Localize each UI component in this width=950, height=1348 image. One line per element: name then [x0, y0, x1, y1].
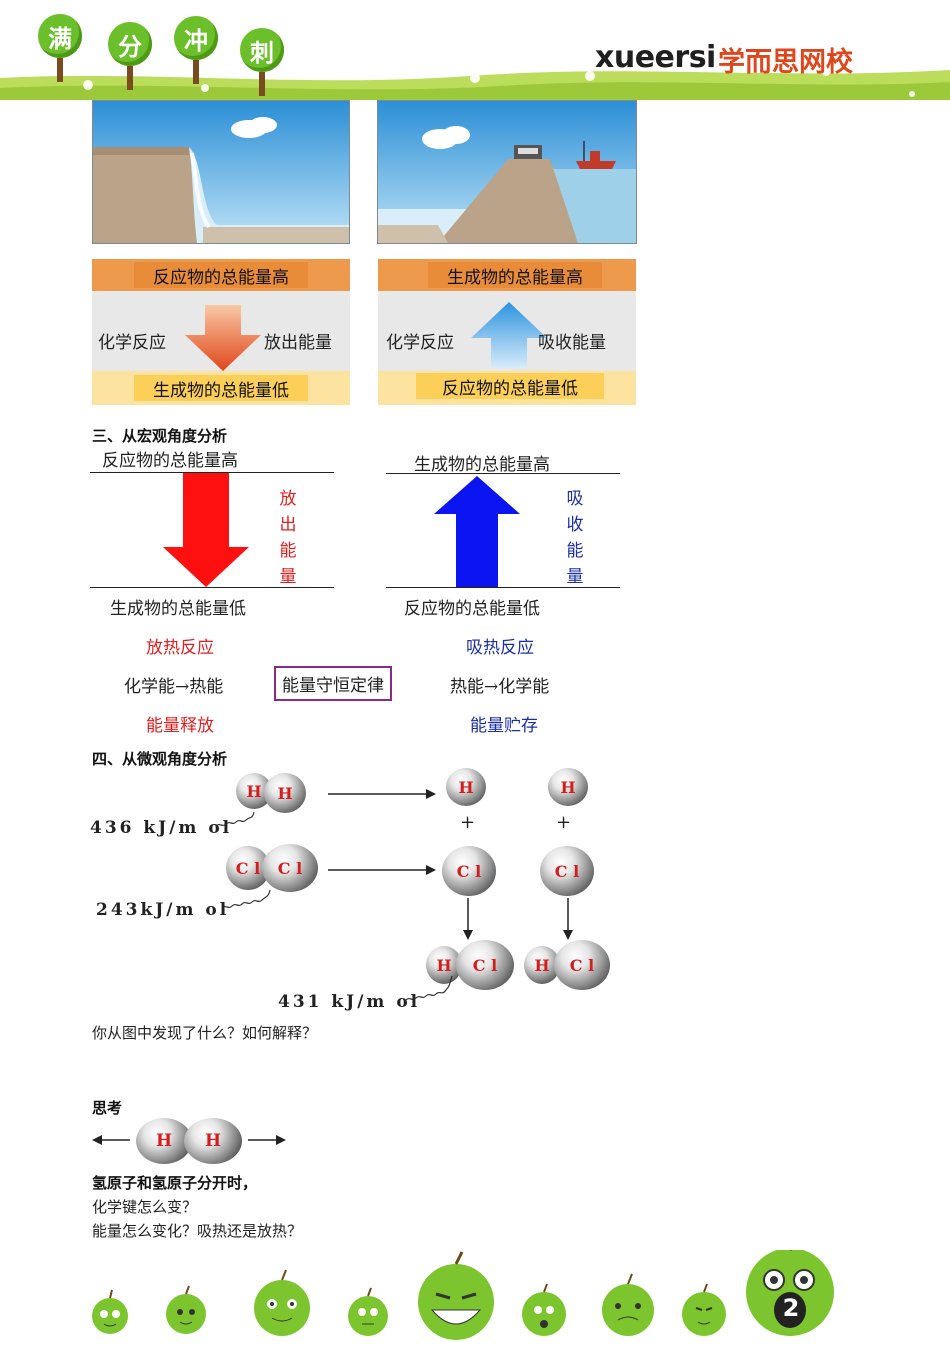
dam-illustration [377, 100, 637, 244]
macro-right-side-label: 吸 收 能 量 [565, 486, 585, 590]
chlorine-atom: C l [456, 940, 514, 990]
side-char: 收 [566, 515, 584, 535]
bond-energy-hcl: 431 kJ/m ol [278, 992, 421, 1012]
bond-clcl-squiggle [221, 889, 271, 909]
apple-mascot-icon [746, 1240, 834, 1336]
hydrogen-atom: H [548, 768, 588, 806]
diagram-right-right-label: 吸收能量 [538, 333, 606, 353]
macro-left-top-label: 反应物的总能量高 [102, 451, 238, 471]
diagram-left-bottom-label: 生成物的总能量低 [134, 375, 308, 401]
chlorine-atom: C l [262, 844, 318, 892]
side-char: 出 [279, 515, 297, 535]
side-char: 吸 [566, 489, 584, 509]
exothermic-reaction-label: 放热反应 [146, 638, 214, 658]
macro-right-blue-arrow [434, 476, 520, 588]
diagram-right-bottom-label: 反应物的总能量低 [416, 373, 604, 399]
chlorine-atom: C l [554, 940, 610, 990]
side-char: 放 [279, 489, 297, 509]
tree-trunk [127, 66, 133, 90]
plus-sign: + [460, 812, 476, 833]
macro-left-bottom-line [90, 587, 334, 588]
arrow-right-icon [328, 789, 436, 799]
endothermic-conversion-label: 热能→化学能 [450, 677, 550, 697]
brand-logo-latin: xueersi [595, 40, 716, 75]
tree-char-4: 刺 [240, 28, 284, 72]
apple-mascot-icon [92, 1289, 128, 1334]
apple-mascot-icon [166, 1285, 206, 1334]
header-banner: 满 分 冲 刺 xueersi 学而思网校 [0, 0, 950, 100]
exothermic-conversion-label: 化学能→热能 [124, 677, 224, 697]
diagram-left-left-label: 化学反应 [98, 333, 166, 353]
bond-energy-clcl: 243kJ/m ol [96, 900, 230, 920]
macro-right-top-label: 生成物的总能量高 [414, 455, 550, 475]
bond-hcl-squiggle [405, 975, 453, 1001]
arrow-down-icon [463, 898, 473, 940]
diagram-right-left-label: 化学反应 [386, 333, 454, 353]
bond-energy-hh: 436 kJ/m ol [90, 818, 233, 838]
section4-heading: 四、从微观角度分析 [92, 750, 228, 768]
think-line-2: 化学键怎么变？ [92, 1198, 198, 1216]
think-heading: 思考 [92, 1099, 123, 1117]
macro-right-bottom-line [386, 587, 620, 588]
endothermic-reaction-label: 吸热反应 [466, 638, 534, 658]
energy-storage-label: 能量贮存 [470, 716, 538, 736]
tree-char-3: 冲 [174, 16, 218, 60]
tree-2: 分 [108, 22, 152, 90]
tree-4: 刺 [240, 28, 284, 96]
brand-logo-cn: 学而思网校 [718, 47, 853, 78]
apple-mascot-icon [602, 1273, 654, 1336]
tree-char-2: 分 [108, 22, 152, 66]
diagram-left-down-arrow [185, 305, 261, 371]
hydrogen-atom: H [446, 768, 486, 806]
diagram-left-right-label: 放出能量 [264, 333, 332, 353]
apple-mascot-icon [418, 1251, 494, 1340]
macro-left-bottom-label: 生成物的总能量低 [110, 599, 246, 619]
side-char: 量 [566, 567, 584, 587]
apple-mascot-icon [348, 1287, 388, 1336]
diagram-left-top-label: 反应物的总能量高 [134, 262, 308, 288]
energy-conservation-law-box: 能量守恒定律 [274, 666, 392, 701]
diagram-right-top-label: 生成物的总能量高 [428, 262, 602, 288]
apple-mascot-icon [522, 1283, 566, 1336]
arrow-right-icon [248, 1135, 286, 1145]
macro-left-side-label: 放 出 能 量 [278, 486, 298, 590]
tree-trunk [57, 58, 63, 82]
think-line-1: 氢原子和氢原子分开时， [92, 1174, 258, 1192]
tree-trunk [193, 60, 199, 84]
footer-apple-mascots: 2 [0, 1240, 950, 1344]
arrow-left-icon [92, 1135, 130, 1145]
hydrogen-atom: H [136, 1118, 192, 1164]
tree-3: 冲 [174, 16, 218, 84]
apple-mascot-icon [682, 1283, 726, 1336]
macro-left-red-arrow [163, 473, 249, 587]
tree-char-1: 满 [38, 14, 82, 58]
diagram-right-up-arrow [471, 302, 547, 368]
macro-right-top-line [386, 473, 620, 474]
macro-right-bottom-label: 反应物的总能量低 [404, 599, 540, 619]
apple-mascot-icon [254, 1269, 310, 1336]
hydrogen-atom: H [264, 773, 306, 813]
macro-left-top-line [90, 472, 334, 473]
tree-trunk [259, 72, 265, 96]
think-line-3: 能量怎么变化？吸热还是放热？ [92, 1222, 303, 1240]
side-char: 能 [566, 541, 584, 561]
chlorine-atom: C l [540, 846, 594, 896]
arrow-down-icon [563, 898, 573, 940]
header-grass-wave [0, 68, 950, 100]
energy-release-label: 能量释放 [146, 716, 214, 736]
chlorine-atom: C l [442, 846, 496, 896]
side-char: 量 [279, 567, 297, 587]
arrow-right-icon [328, 865, 436, 875]
section3-heading: 三、从宏观角度分析 [92, 427, 228, 445]
waterfall-illustration [92, 100, 350, 244]
hydrogen-atom: H [184, 1118, 242, 1164]
plus-sign: + [556, 812, 572, 833]
side-char: 能 [279, 541, 297, 561]
page-number: 2 [782, 1294, 800, 1322]
bond-hh-squiggle [215, 811, 255, 827]
section4-question: 你从图中发现了什么？如何解释？ [92, 1024, 318, 1042]
tree-1: 满 [38, 14, 82, 82]
